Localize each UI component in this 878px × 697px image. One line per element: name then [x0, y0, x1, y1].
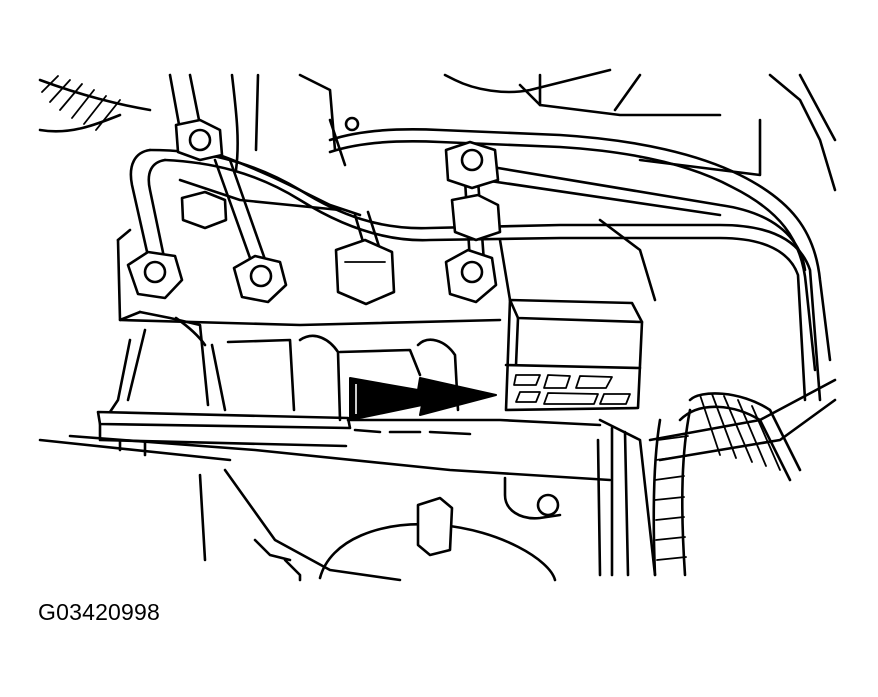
wiring-harness — [652, 392, 802, 577]
brake-lines — [129, 73, 832, 402]
hydraulic-block — [38, 228, 612, 582]
upper-housing — [298, 68, 837, 192]
hatched-body-upper-left — [38, 73, 260, 172]
tube-nuts — [126, 118, 502, 306]
arrow-icon — [349, 377, 497, 421]
electrical-connector — [504, 298, 644, 412]
figure-code: G03420998 — [38, 599, 161, 625]
